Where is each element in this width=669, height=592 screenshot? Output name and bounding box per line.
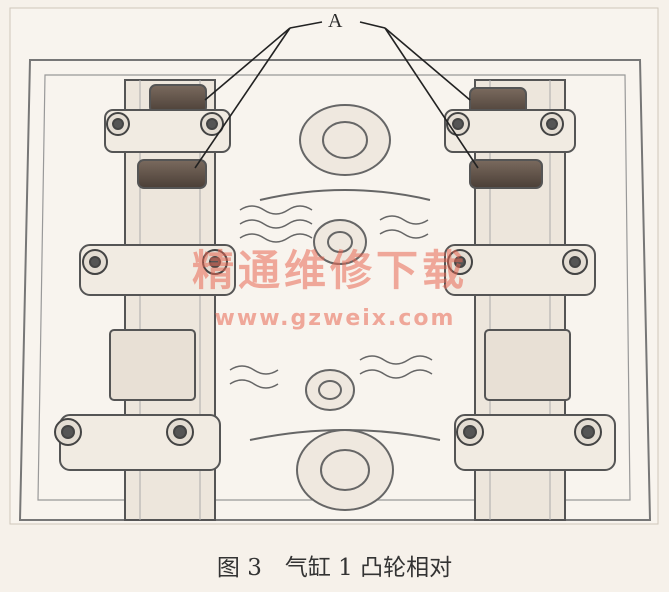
right-camshaft (444, 79, 616, 521)
left-camshaft (59, 79, 236, 521)
watermark-url: www.gzweix.com (214, 306, 456, 331)
callout-label: A (328, 10, 343, 32)
figure-caption: 图 3 气缸 1 凸轮相对 (216, 555, 453, 581)
valve-springs (229, 205, 433, 389)
cylinder-head-outline (18, 59, 652, 521)
center-features (249, 104, 441, 511)
callout-leaders (194, 21, 479, 169)
left-bolts (54, 112, 228, 446)
watermark-text: 精通维修下载 (191, 246, 468, 295)
